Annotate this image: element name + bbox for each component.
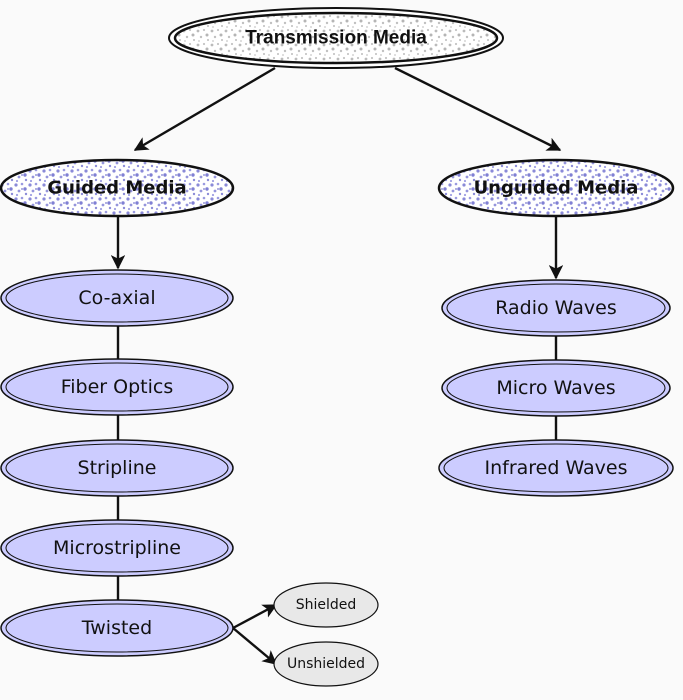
node-root: Transmission Media [168,7,504,69]
root-label: Transmission Media [245,28,427,49]
micro-waves-label: Micro Waves [496,377,615,399]
unguided-media-label: Unguided Media [474,178,639,199]
node-stripline: Stripline [0,439,234,497]
edge-root-guided [133,66,276,152]
edges [110,66,564,665]
shielded-label: Shielded [296,597,357,613]
guided-media-label: Guided Media [47,178,186,199]
edge-twisted-shielded [232,603,278,630]
edge-twisted-unshielded [232,627,278,665]
node-radio-waves: Radio Waves [441,279,671,337]
node-micro-waves: Micro Waves [441,359,671,417]
microstripline-label: Microstripline [53,537,181,559]
radio-waves-label: Radio Waves [495,297,616,319]
node-microstripline: Microstripline [0,519,234,577]
unshielded-label: Unshielded [287,656,365,672]
node-fiber-optics: Fiber Optics [0,358,234,416]
node-unguided-media: Unguided Media [437,158,675,218]
node-twisted: Twisted [0,599,234,657]
node-coaxial: Co-axial [0,269,234,327]
node-guided-media: Guided Media [0,158,235,218]
node-infrared-waves: Infrared Waves [438,439,674,497]
stripline-label: Stripline [78,457,157,479]
infrared-waves-label: Infrared Waves [484,457,627,479]
twisted-label: Twisted [81,617,152,639]
edge-root-unguided [394,66,562,152]
node-shielded: Shielded [273,582,379,628]
coaxial-label: Co-axial [78,287,155,309]
node-unshielded: Unshielded [273,641,379,687]
fiber-optics-label: Fiber Optics [61,376,174,398]
